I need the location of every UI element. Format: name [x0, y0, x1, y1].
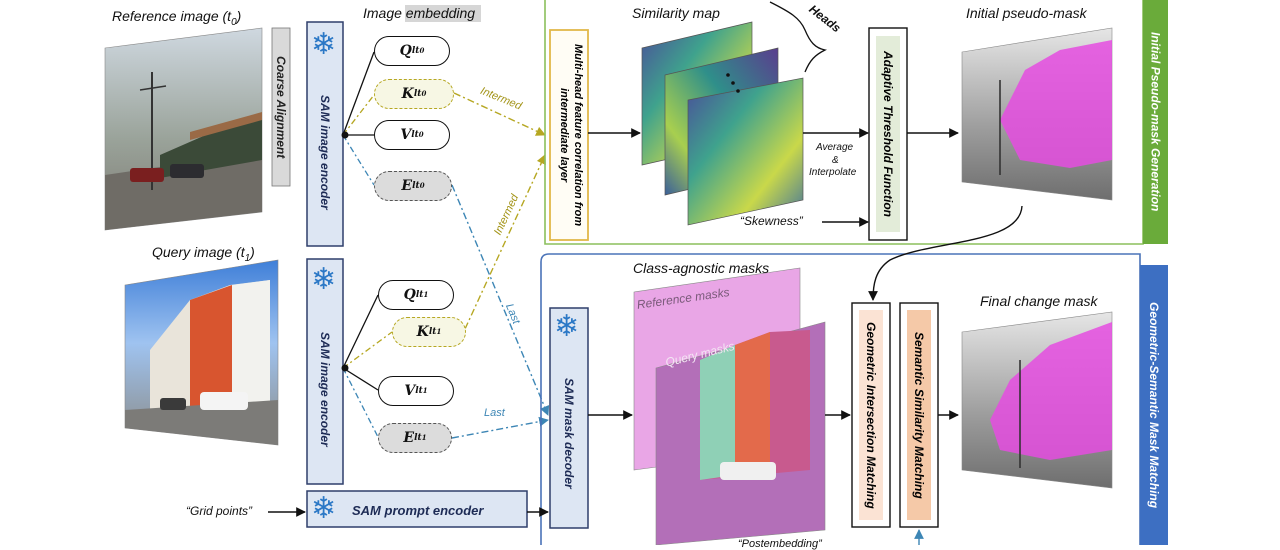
last-arrow-1	[451, 184, 550, 416]
snowflake-icon: ❄	[311, 27, 337, 62]
class-agnostic-masks-stack	[633, 267, 826, 545]
initial-pseudo-mask-image	[961, 27, 1113, 201]
top-stage-title: Initial Pseudo-mask Generation	[1148, 32, 1163, 212]
semantic-label: Semantic Similarity Matching	[912, 331, 926, 499]
correlation-label: Multi-head feature correlation from inte…	[558, 43, 584, 227]
query-image	[124, 259, 279, 446]
last-label-2: Last	[484, 407, 505, 419]
sam-mask-decoder-box	[549, 307, 589, 529]
final-change-mask-image	[961, 311, 1113, 489]
semantic-box-fill	[907, 310, 931, 520]
amp-label: &	[832, 155, 839, 166]
final-change-mask-label: Final change mask	[980, 293, 1098, 309]
postembedding-label: “Postembedding”	[738, 538, 822, 550]
class-agnostic-masks-label: Class-agnostic masks	[633, 260, 770, 276]
adaptive-threshold-label: Adaptive Threshold Function	[881, 50, 895, 217]
initial-pseudo-mask-label: Initial pseudo-mask	[966, 5, 1087, 21]
query-image-label: Query image (t1)	[152, 244, 255, 264]
sam-image-encoder-top-box	[306, 21, 344, 247]
coarse-alignment-bar	[271, 27, 291, 187]
intermed-arrow-1	[453, 92, 546, 136]
geometric-box-fill	[859, 310, 883, 520]
sam-prompt-encoder-label: SAM prompt encoder	[352, 503, 484, 518]
top-branch-lines	[342, 51, 375, 186]
interpolate-label: Interpolate	[809, 167, 857, 178]
image-embedding-highlight	[405, 5, 481, 22]
coarse-alignment-label: Coarse Alignment	[274, 55, 288, 159]
bottom-branch-lines	[342, 294, 393, 438]
sam-image-encoder-bottom-label: SAM image encoder	[318, 331, 332, 447]
intermed-arrow-2	[464, 154, 546, 330]
reference-image-label: Reference image (t0)	[112, 8, 242, 28]
pseudo-mask-to-matching-arrow	[868, 205, 1023, 301]
image-embedding-label: Image embedding	[363, 5, 476, 21]
correlation-box	[549, 29, 589, 241]
last-arrow-2	[451, 416, 549, 439]
reference-image	[104, 27, 263, 231]
top-stage-banner	[1143, 0, 1168, 244]
adaptive-threshold-fill	[876, 36, 900, 232]
snowflake-icon: ❄	[311, 491, 337, 526]
bottom-branch-node	[341, 364, 349, 372]
average-label: Average	[816, 142, 854, 153]
bottom-stage-banner	[1140, 265, 1168, 545]
sam-image-encoder-bottom-box	[306, 258, 344, 485]
top-branch-node	[341, 131, 349, 139]
bottom-stage-title: Geometric-Semantic Mask Matching	[1147, 301, 1161, 509]
skewness-label: “Skewness”	[740, 214, 803, 228]
geometric-label: Geometric Intersection Matching	[864, 321, 878, 509]
sam-mask-decoder-label: SAM mask decoder	[562, 377, 576, 489]
snowflake-icon: ❄	[554, 309, 580, 344]
sam-prompt-encoder-box	[306, 490, 528, 528]
bottom-stage-border	[540, 253, 1141, 545]
similarity-map-label: Similarity map	[632, 5, 720, 21]
similarity-map-stack	[641, 21, 804, 226]
sam-image-encoder-top-label: SAM image encoder	[318, 94, 332, 210]
grid-points-label: “Grid points”	[186, 504, 253, 518]
heads-brace	[769, 1, 827, 73]
snowflake-icon: ❄	[311, 262, 337, 297]
